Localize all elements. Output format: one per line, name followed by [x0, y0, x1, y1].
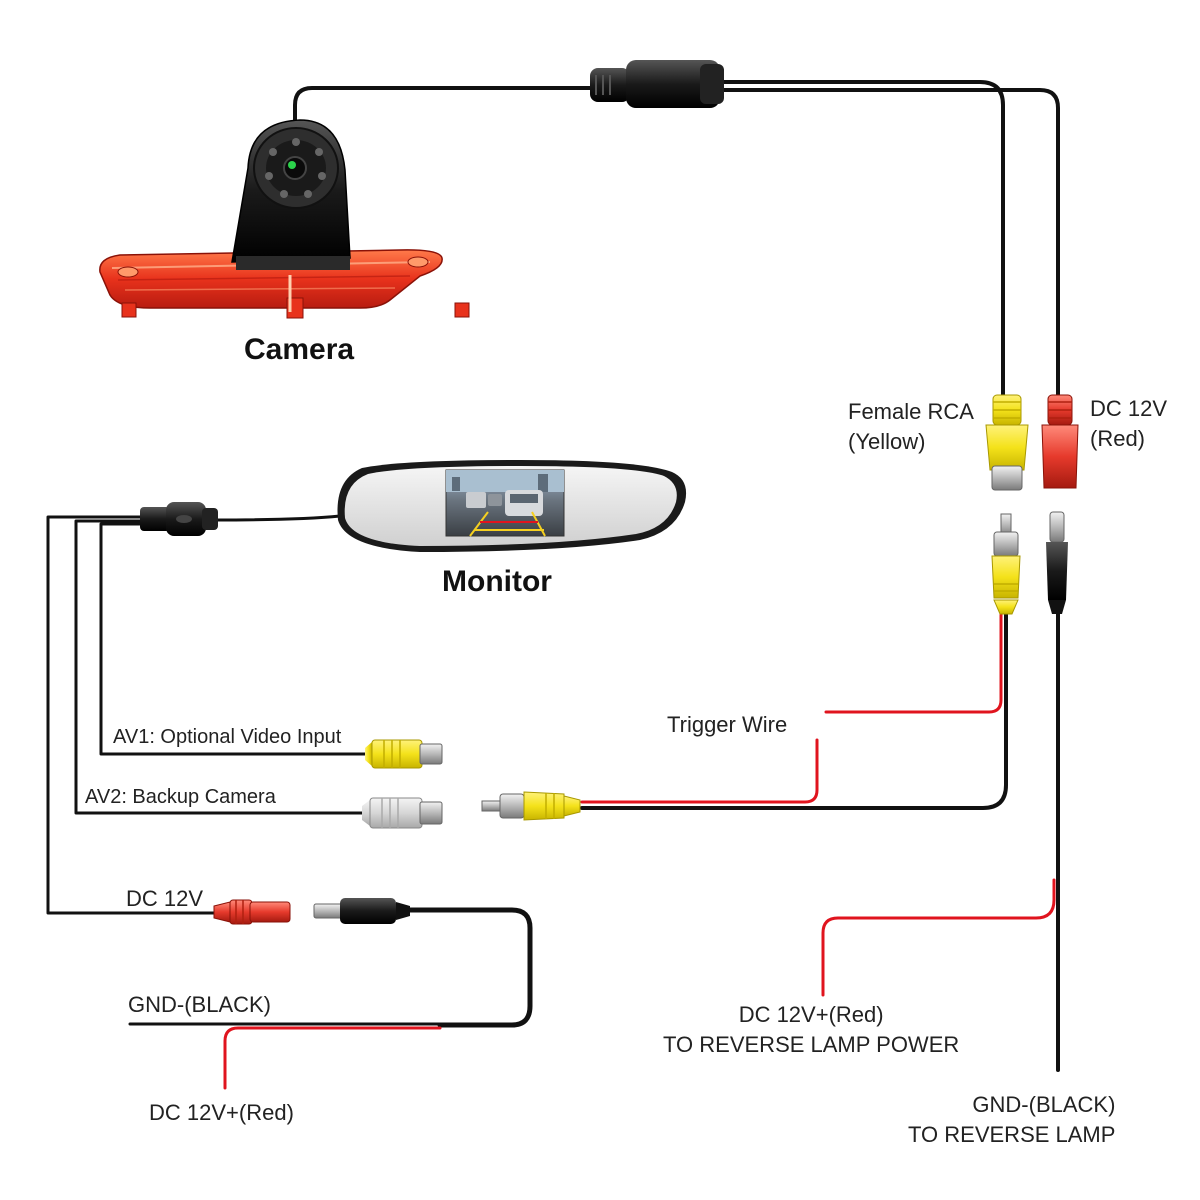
- av1-yellow-rca-connector: [365, 739, 443, 769]
- gnd-black-left-label: GND-(BLACK): [128, 992, 272, 1017]
- camera-label: Camera: [244, 333, 355, 366]
- av2-white-rca-connector: [362, 797, 443, 829]
- trigger-wire: [580, 610, 1003, 804]
- power-cable-left: [128, 907, 533, 1090]
- camera-cable: [293, 80, 1060, 397]
- monitor-label: Monitor: [442, 565, 552, 598]
- female-rca-yellow-connector: [985, 394, 1029, 491]
- monitor-harness: [46, 514, 367, 915]
- dc-12v-plus-reverse-lamp-label: DC 12V+(Red) TO REVERSE LAMP POWER: [663, 1002, 960, 1057]
- gnd-reverse-lamp-label: GND-(BLACK) TO REVERSE LAMP: [908, 1092, 1116, 1147]
- dc-male-black-plug: [1046, 511, 1068, 614]
- av2-label: AV2: Backup Camera: [85, 786, 276, 808]
- camera: [99, 119, 470, 319]
- male-rca-yellow-plug: [991, 513, 1021, 615]
- av1-label: AV1: Optional Video Input: [113, 726, 342, 748]
- dc-12v-red-female-connector: [1041, 394, 1079, 489]
- video-extension-cable: [580, 610, 1008, 810]
- camera-lens-icon: [283, 156, 307, 180]
- male-rca-yellow-plug-horizontal: [481, 791, 581, 821]
- monitor-cable-connector: [140, 502, 218, 536]
- dc-12v-red-female-connector-left: [213, 899, 291, 925]
- power-extension-cable: [821, 610, 1060, 1072]
- monitor: [337, 460, 687, 552]
- brake-light-bar: [99, 249, 443, 309]
- female-rca-yellow-label: Female RCA (Yellow): [848, 399, 974, 454]
- trigger-wire-label: Trigger Wire: [667, 712, 788, 737]
- dc-12v-left-label: DC 12V: [126, 886, 204, 911]
- dc-male-black-plug-left: [313, 898, 410, 924]
- dc-12v-red-label: DC 12V (Red): [1090, 396, 1168, 451]
- dc-12v-plus-red-left-label: DC 12V+(Red): [149, 1100, 294, 1125]
- camera-cable-connector: [590, 60, 724, 108]
